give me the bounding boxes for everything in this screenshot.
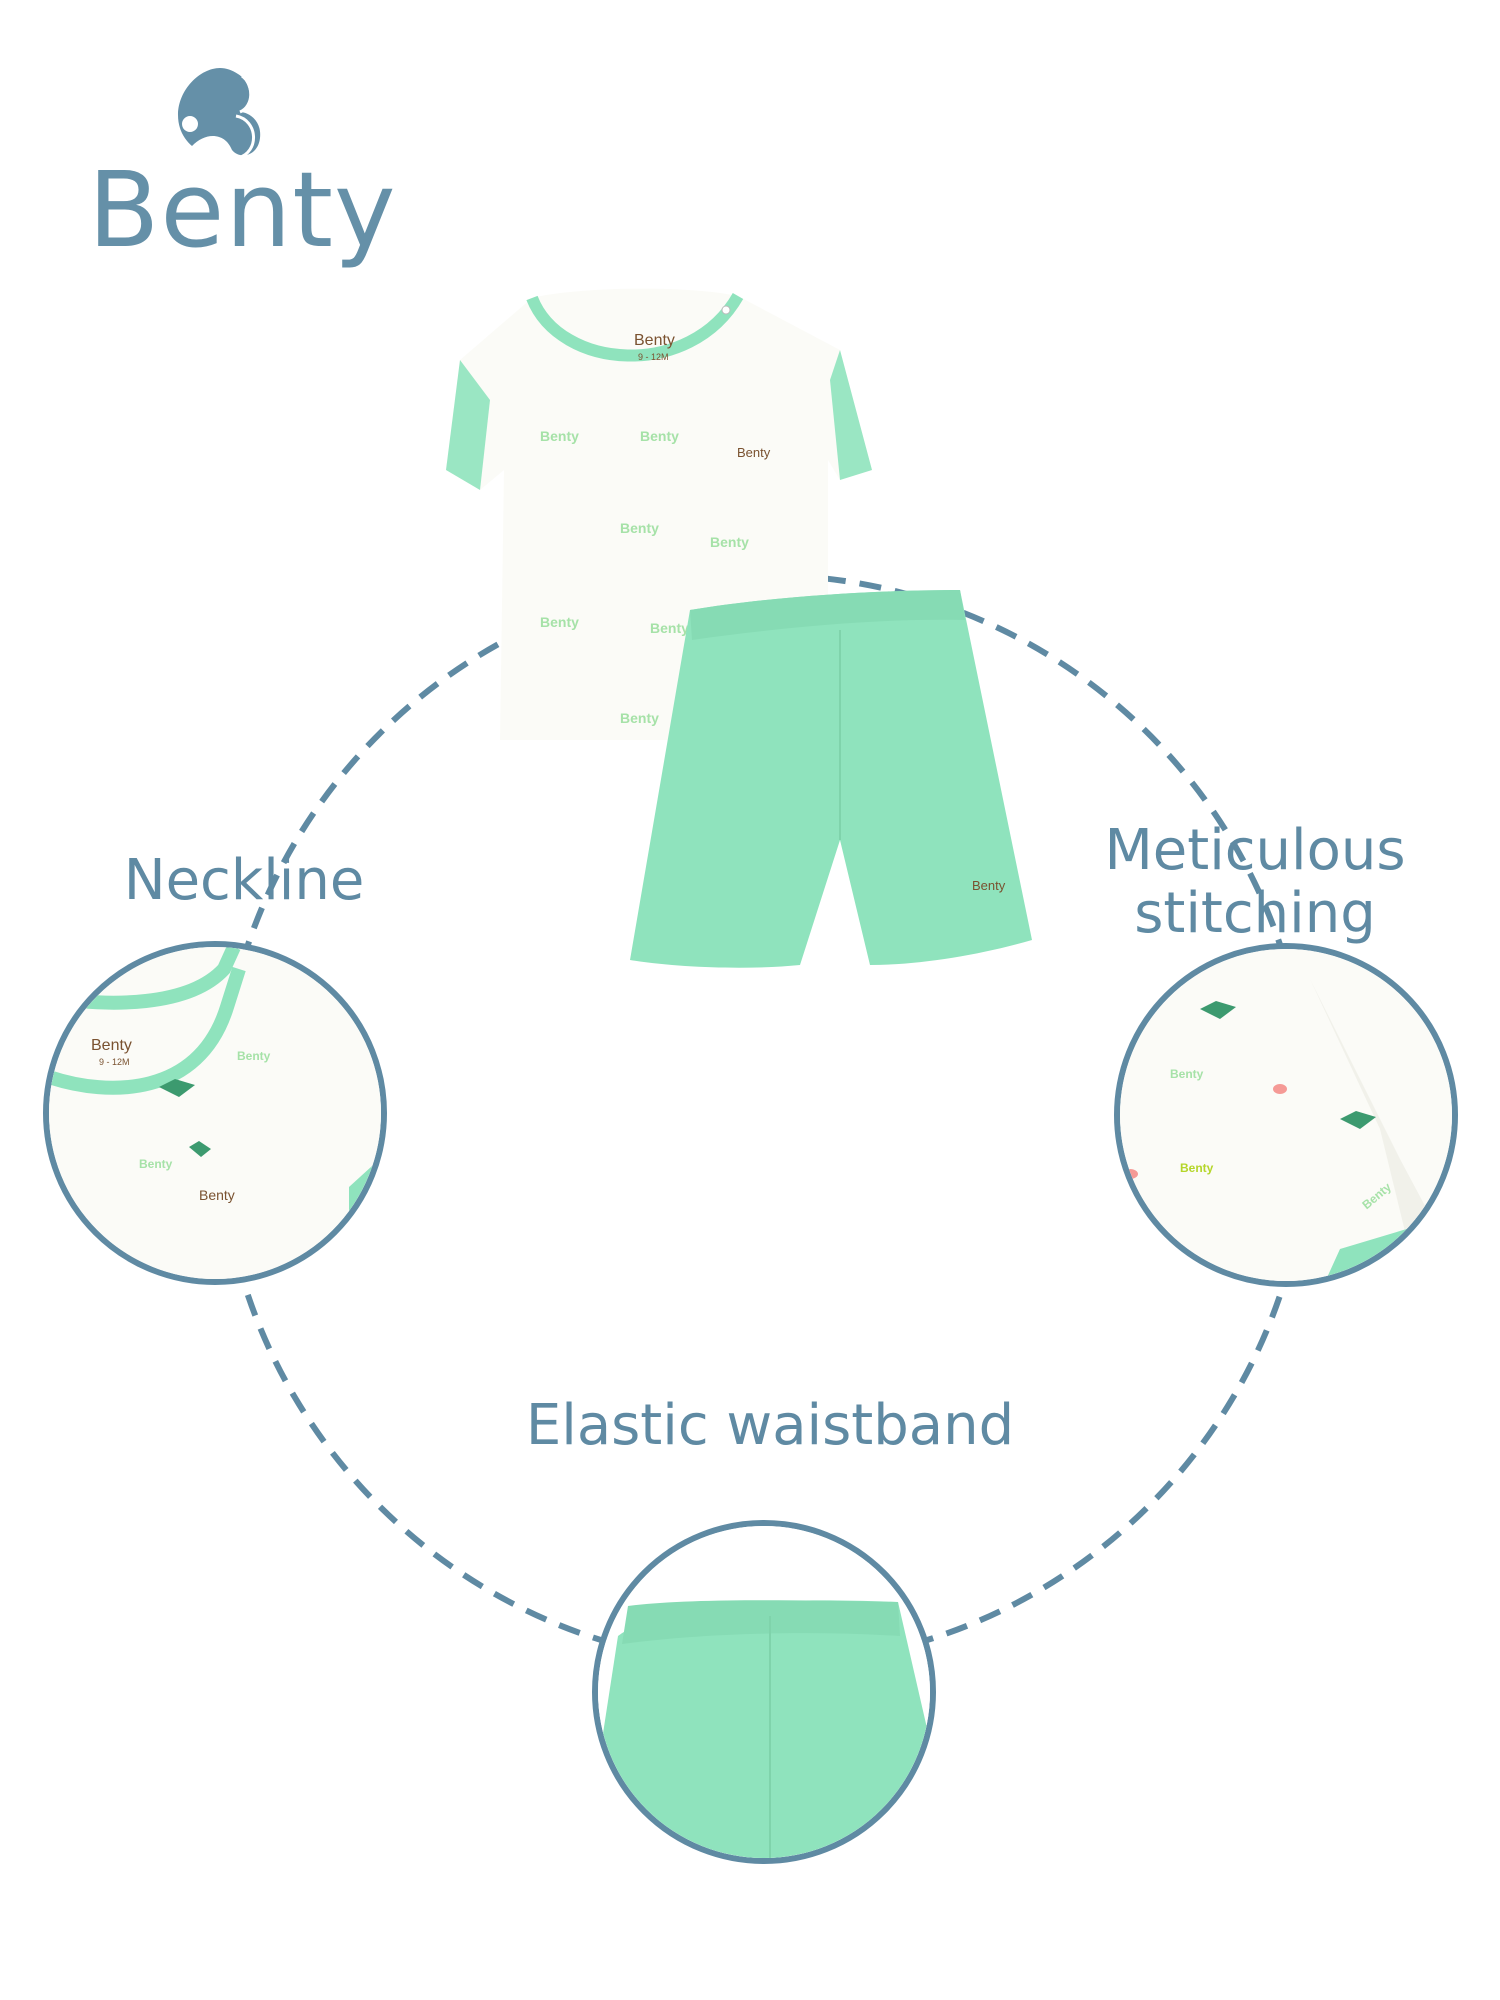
butterfly-b-logo-icon (178, 68, 261, 160)
detail-circle-waistband (592, 1520, 936, 1864)
shorts-logo: Benty (972, 878, 1006, 893)
feature-label-stitching-line1: Meticulous (1104, 818, 1406, 883)
print-text: Benty (540, 428, 579, 444)
detail-circle-neckline: Benty 9 - 12M Benty Benty Benty (43, 941, 387, 1285)
feature-label-stitching-line2: stitching (1134, 880, 1376, 946)
feature-label-stitching: Meticulous stitching (1090, 818, 1420, 946)
neckline-chest-logo: Benty (199, 1187, 235, 1203)
product-shorts: Benty (620, 590, 1050, 1000)
shirt-chest-logo: Benty (737, 445, 771, 460)
feature-label-neckline: Neckline (123, 848, 365, 913)
feature-label-waistband: Elastic waistband (525, 1393, 1015, 1458)
print-text: Benty (640, 428, 679, 444)
print-text: Benty (1170, 1067, 1204, 1081)
print-text: Benty (540, 614, 579, 630)
detail-circle-stitching: Benty Benty Benty (1114, 943, 1458, 1287)
print-text: Benty (1180, 1161, 1214, 1175)
brand-logo (170, 60, 270, 170)
shirt-tag-brand: Benty (634, 332, 675, 349)
shirt-tag-size: 9 - 12M (638, 352, 669, 362)
print-text: Benty (237, 1049, 271, 1063)
print-text: Benty (139, 1157, 173, 1171)
brand-name: Benty (88, 149, 397, 271)
print-text: Benty (650, 620, 689, 636)
print-text: Benty (710, 534, 749, 550)
neckline-tag-brand: Benty (91, 1037, 132, 1054)
print-text: Benty (620, 520, 659, 536)
neckline-tag-size: 9 - 12M (99, 1057, 130, 1067)
print-text: Benty (620, 710, 659, 726)
